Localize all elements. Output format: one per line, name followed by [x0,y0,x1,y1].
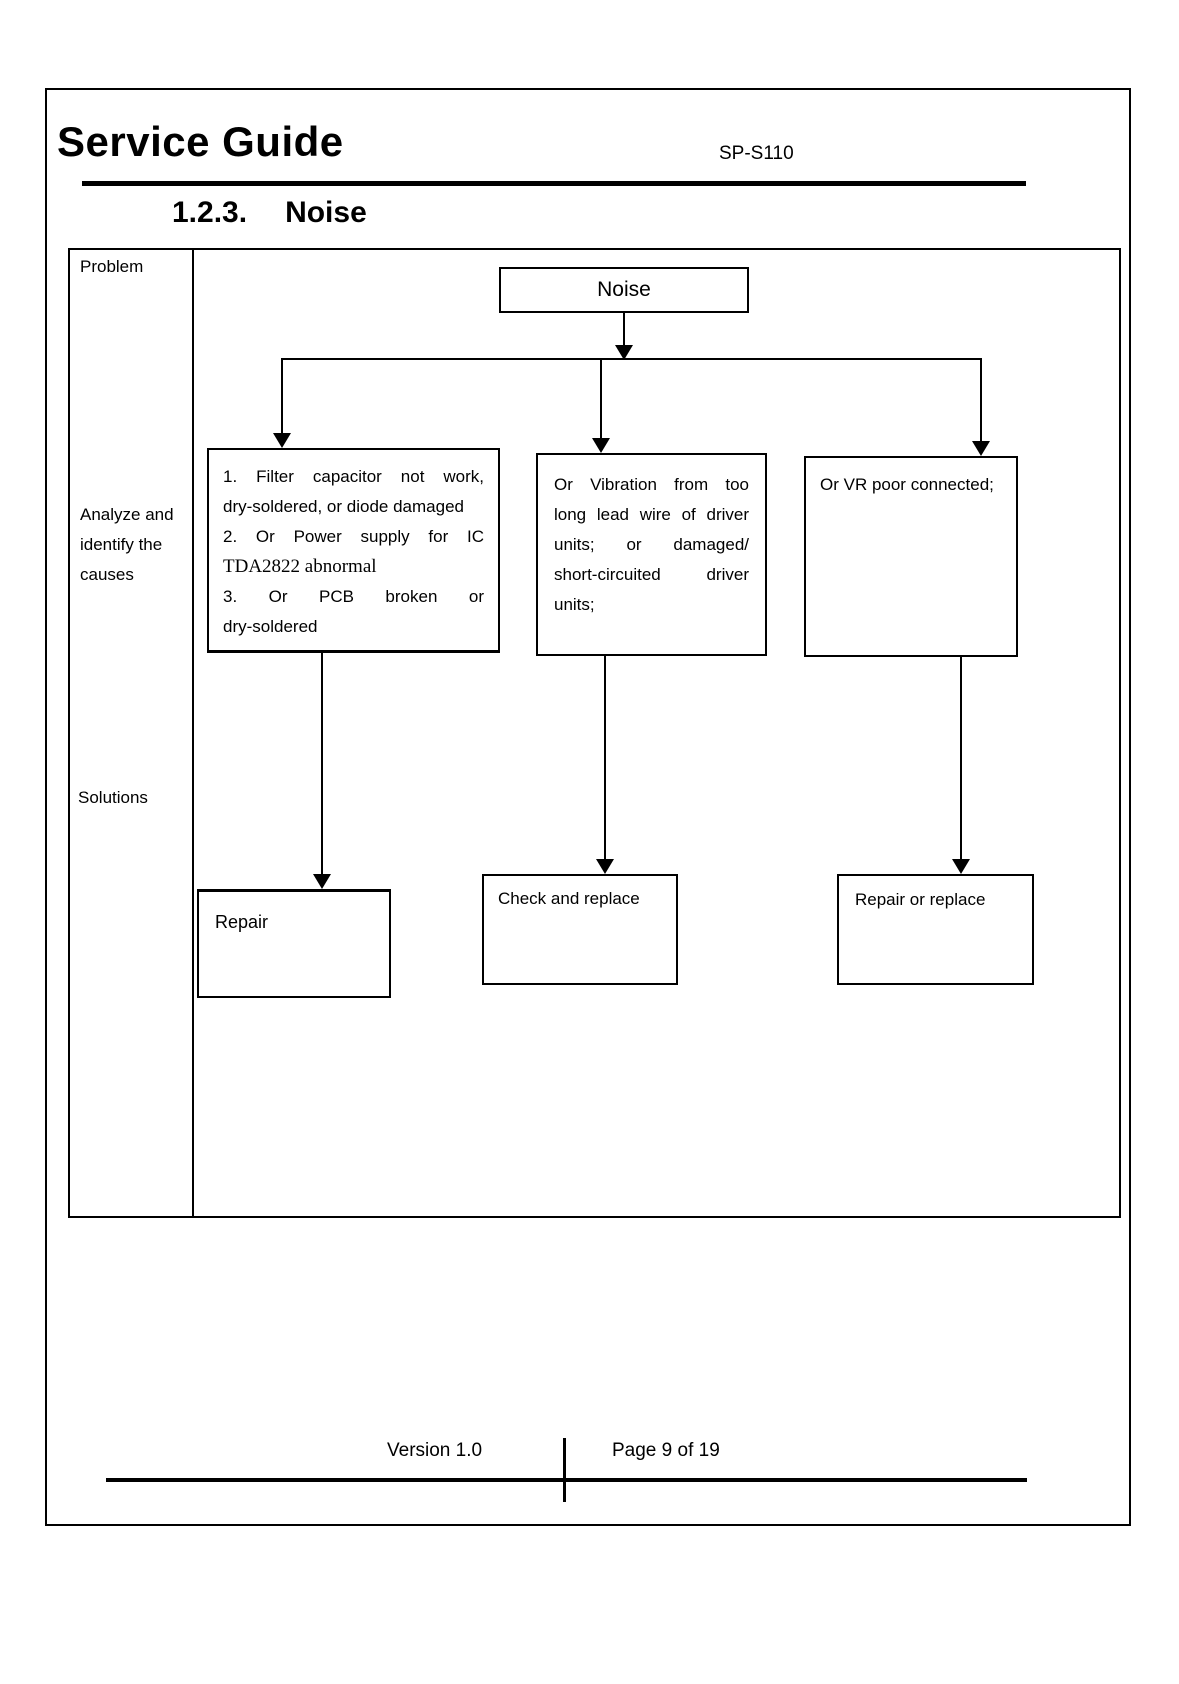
cause3-text: Or VR poor connected; [820,475,994,494]
cause-box-3: Or VR poor connected; [804,456,1018,657]
footer-rule [106,1478,1027,1482]
flowchart-node-noise: Noise [499,267,749,313]
solution1-text: Repair [215,912,269,932]
noise-node-label: Noise [597,278,651,301]
table-column-divider [192,248,194,1218]
cause2-line: units; or damaged/ [554,535,749,554]
solution3-text: Repair or replace [855,890,986,909]
cause1-line: 3. Or PCB broken or [223,587,484,606]
cause1-line: 2. Or Power supply for IC [223,527,484,546]
connector-drop-middle [600,358,602,438]
connector-solution-left [321,653,323,875]
arrowhead-solution-left [313,874,331,889]
arrowhead-solution-middle [596,859,614,874]
table-frame [68,248,1121,1218]
connector-solution-middle [604,656,606,860]
cause1-line: dry-soldered, or diode damaged [223,497,464,516]
row-label-solutions: Solutions [78,788,148,807]
connector-root-stem [623,313,625,347]
cause2-line: Or Vibration from too [554,475,749,494]
section-title: Noise [285,196,367,229]
cause1-line-serif: TDA2822 abnormal [223,556,377,577]
connector-solution-right [960,657,962,860]
solution-box-check-replace: Check and replace [482,874,678,985]
cause1-line: dry-soldered [223,617,318,636]
solution-box-repair-replace: Repair or replace [837,874,1034,985]
cause1-line: 1. Filter capacitor not work, [223,467,484,486]
arrowhead-drop-middle [592,438,610,453]
cause-box-1: 1. Filter capacitor not work, dry-solder… [207,448,500,653]
footer-divider [563,1438,566,1502]
cause-box-2: Or Vibration from too long lead wire of … [536,453,767,656]
arrowhead-root [615,345,633,360]
footer-page-number: Page 9 of 19 [612,1440,720,1461]
cause2-line: units; [554,595,595,614]
connector-drop-right [980,358,982,441]
model-number: SP-S110 [719,143,794,164]
row-label-analyze: Analyze and identify the causes [80,505,174,584]
section-heading: 1.2.3. Noise [172,196,367,230]
solution-box-repair: Repair [197,889,391,998]
arrowhead-drop-left [273,433,291,448]
section-number: 1.2.3. [172,196,248,229]
cause2-line: long lead wire of driver [554,505,749,524]
doc-title: Service Guide [57,118,344,165]
solution2-text: Check and replace [498,889,640,908]
row-label-problem: Problem [80,257,144,276]
connector-drop-left [281,358,283,434]
branch-line [281,358,981,360]
footer-version: Version 1.0 [387,1440,483,1461]
arrowhead-drop-right [972,441,990,456]
page-border [45,88,1131,1526]
header-rule [82,181,1026,186]
arrowhead-solution-right [952,859,970,874]
cause2-line: short-circuited driver [554,565,749,584]
